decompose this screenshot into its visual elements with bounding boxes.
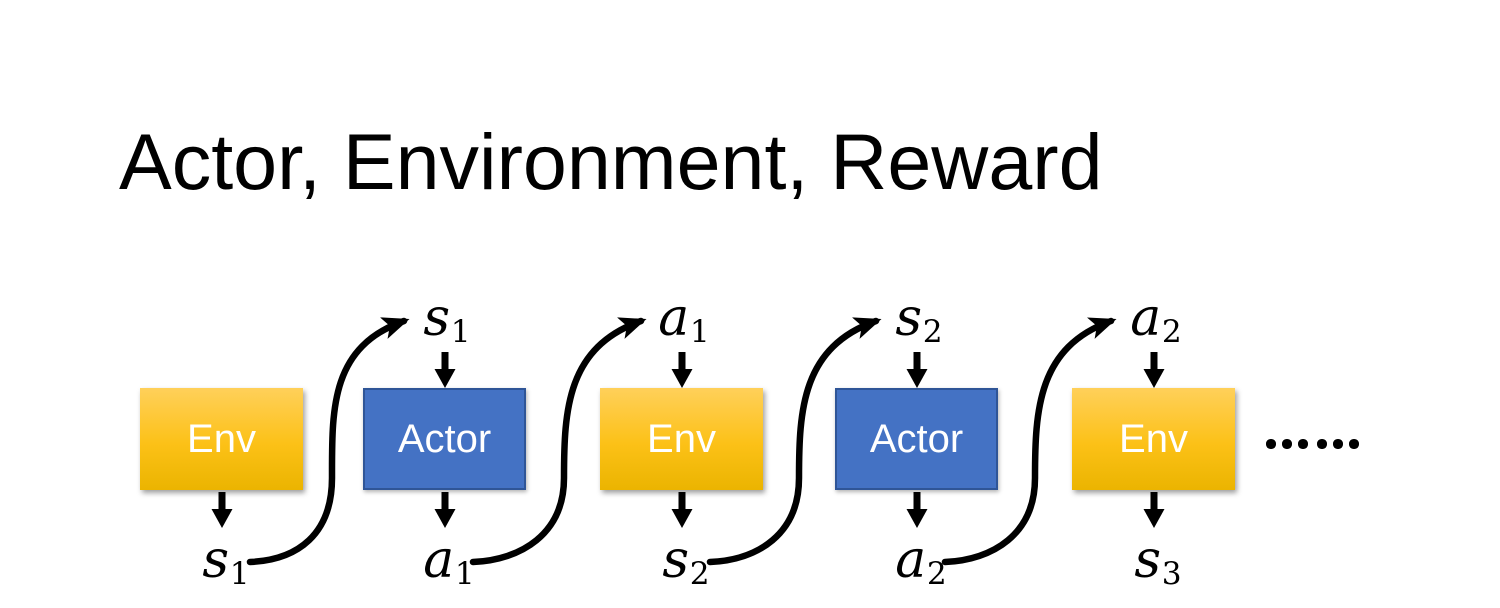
bottom-label-s1-sub: 1 [229,556,250,593]
arrow-env1-output [211,492,233,528]
ellipsis-dot [1317,439,1327,449]
top-label-s1-sub: 1 [450,314,471,351]
ellipsis-dot [1266,439,1276,449]
arrow-env3-output [1143,492,1165,528]
bottom-label-s2-base: s [662,530,690,590]
top-label-a1-sub: 1 [689,314,710,351]
curve-arrow-a1 [469,317,647,566]
env-box-1: Env [140,388,303,490]
top-label-a2: a2 [1130,292,1181,349]
ellipsis-dot [1349,439,1359,449]
bottom-label-s2-sub: 2 [689,556,710,593]
bottom-label-s3: s3 [1134,534,1181,591]
env-box-3-label: Env [1119,416,1188,461]
bottom-label-a1-base: a [423,530,455,590]
curve-arrow-s2 [706,317,882,566]
arrow-a1-into-env2 [671,352,693,388]
bottom-label-a2-base: a [895,530,927,590]
top-label-a1-base: a [658,288,690,348]
bottom-label-a2: a2 [895,534,946,591]
env-box-1-label: Env [187,416,256,461]
arrow-a2-into-env3 [1143,352,1165,388]
bottom-label-s3-sub: 3 [1161,556,1182,593]
actor-box-2-label: Actor [869,416,964,461]
env-box-3: Env [1072,388,1235,490]
env-box-2-label: Env [647,416,716,461]
top-label-s1-base: s [423,288,451,348]
top-label-s2-sub: 2 [922,314,943,351]
top-label-s2: s2 [895,292,942,349]
slide-title: Actor, Environment, Reward [119,117,1103,206]
ellipsis-icon [1266,439,1359,449]
arrow-env2-output [671,492,693,528]
env-box-2: Env [600,388,763,490]
bottom-label-a1-sub: 1 [454,556,475,593]
actor-box-2: Actor [835,388,998,490]
ellipsis-dot [1282,439,1292,449]
top-label-a2-sub: 2 [1161,314,1182,351]
bottom-label-a2-sub: 2 [926,556,947,593]
curve-arrow-a2 [941,317,1117,566]
arrow-s2-into-actor2 [906,352,928,388]
bottom-label-s1: s1 [202,534,249,591]
bottom-label-s1-base: s [202,530,230,590]
bottom-label-s3-base: s [1134,530,1162,590]
bottom-label-s2: s2 [662,534,709,591]
top-label-s1: s1 [423,292,470,349]
top-label-a1: a1 [658,292,709,349]
arrow-actor2-output [906,492,928,528]
arrow-s1-into-actor1 [434,352,456,388]
actor-box-1: Actor [363,388,526,490]
ellipsis-dot [1298,439,1308,449]
top-label-s2-base: s [895,288,923,348]
bottom-label-a1: a1 [423,534,474,591]
top-label-a2-base: a [1130,288,1162,348]
curve-arrow-s1 [246,317,410,566]
arrow-actor1-output [434,492,456,528]
actor-box-1-label: Actor [397,416,492,461]
ellipsis-dot [1333,439,1343,449]
